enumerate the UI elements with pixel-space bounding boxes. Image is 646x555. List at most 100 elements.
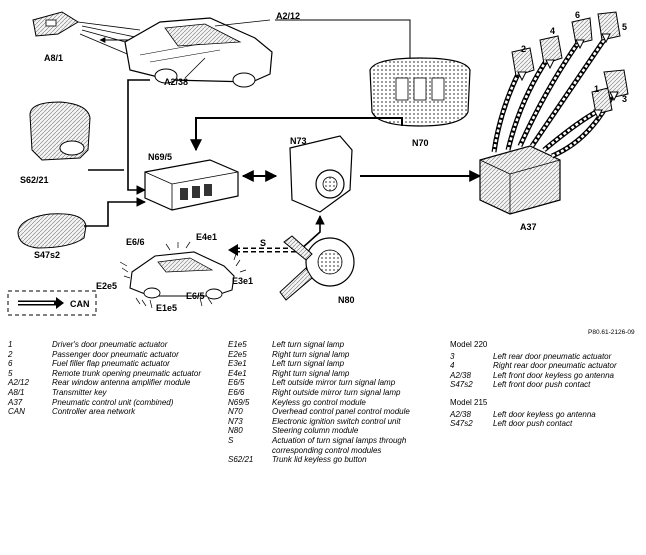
legend-key: S <box>228 435 234 445</box>
label-e4e1: E4e1 <box>196 232 217 242</box>
legend-key: 4 <box>450 361 455 371</box>
label-n73: N73 <box>290 136 307 146</box>
turn-signal-actuation-arrow <box>228 244 304 256</box>
legend-entry: 4 Right rear door pneumatic actuator <box>450 361 640 371</box>
label-n69-5: N69/5 <box>148 152 172 162</box>
legend-description: Left turn signal lamp <box>272 340 345 349</box>
label-a8-1: A8/1 <box>44 53 63 63</box>
legend-key: E6/5 <box>228 378 245 388</box>
legend-key: E6/6 <box>228 387 245 397</box>
system-diagram: A8/1 A2/12 A2/38 N70 S62/21 S4 <box>7 10 629 316</box>
label-actuator-6: 6 <box>575 10 580 20</box>
leader-a2-38 <box>184 57 206 79</box>
legend-key: E2e5 <box>228 349 247 359</box>
legend-key: E1e5 <box>228 340 247 349</box>
legend-description: Left turn signal lamp <box>272 359 345 369</box>
legend-column-1: 1 Driver's door pneumatic actuator 2 Passen… <box>8 340 220 417</box>
legend-key: 6 <box>8 359 13 369</box>
legend-description: Driver's door pneumatic actuator <box>52 340 168 349</box>
label-e6-5: E6/5 <box>186 291 205 301</box>
legend-description: Right rear door pneumatic actuator <box>493 361 617 371</box>
car-top <box>124 17 273 88</box>
legend-key: N70 <box>228 407 243 417</box>
transmitter-key <box>32 11 79 37</box>
label-e1e5: E1e5 <box>156 303 177 313</box>
legend-description: Left rear door pneumatic actuator <box>493 351 612 361</box>
electronic-ignition-switch <box>289 135 353 213</box>
legend-description: Transmitter key <box>52 387 107 397</box>
legend-entry: 3 Left rear door pneumatic actuator <box>450 352 640 362</box>
label-actuator-3: 3 <box>622 94 627 104</box>
legend-description: Left front door push contact <box>493 380 591 390</box>
leader-a2-12 <box>214 19 271 27</box>
legend-description: Overhead control panel control module <box>272 407 410 417</box>
legend-description: Controller area network <box>52 407 136 417</box>
figure-reference: P80.61-2126-09 <box>588 329 635 336</box>
legend-key: N69/5 <box>228 397 250 407</box>
legend-entry: E6/6 Right outside mirror turn signal lam… <box>228 388 440 398</box>
legend-key: A2/12 <box>8 378 29 388</box>
legend-entry: N70 Overhead control panel control module <box>228 407 440 417</box>
n80-to-n73-line <box>299 215 325 251</box>
turn-signal-rays <box>119 241 247 309</box>
legend-description: Left door push contact <box>493 419 573 429</box>
legend-description: Passenger door pneumatic actuator <box>52 349 179 359</box>
legend-key: 2 <box>8 349 13 359</box>
legend-description: Left door keyless go antenna <box>493 409 596 419</box>
legend-key: S62/21 <box>228 455 254 465</box>
a2-38-to-n69-line <box>127 90 146 195</box>
legend-key: S47s2 <box>450 380 473 390</box>
car-bottom <box>129 251 235 300</box>
label-s62-21: S62/21 <box>20 175 49 185</box>
label-a2-38: A2/38 <box>164 77 188 87</box>
legend-key: A2/38 <box>450 370 471 380</box>
legend-entry: E1e5 Left turn signal lamp <box>228 340 440 350</box>
legend-key: 3 <box>450 351 455 361</box>
label-a2-12: A2/12 <box>276 11 300 21</box>
label-actuator-4: 4 <box>550 26 555 36</box>
legend-description: Actuation of turn signal lamps through c… <box>272 435 407 455</box>
can-legend-box <box>7 290 97 316</box>
legend-key: A37 <box>8 397 23 407</box>
label-actuator-1: 1 <box>594 84 599 94</box>
legend-entry: S Actuation of turn signal lamps through … <box>228 436 440 455</box>
label-n80: N80 <box>338 295 355 305</box>
n70-to-n69-line <box>190 117 403 152</box>
legend-key: A8/1 <box>8 387 25 397</box>
actuator-arrows <box>517 33 619 120</box>
legend-description: Fuel filler flap pneumatic actuator <box>52 359 170 369</box>
legend-column-3: Model 220 3 Left rear door pneumatic actu… <box>450 340 640 429</box>
legend-key: 5 <box>8 368 13 378</box>
legend-entry: A8/1 Transmitter key <box>8 388 220 398</box>
legend-description: Left outside mirror turn signal lamp <box>272 378 396 388</box>
legend-description: Right turn signal lamp <box>272 349 350 359</box>
model-220-heading: Model 220 <box>450 340 488 349</box>
s47s2-to-n69-line <box>84 197 146 227</box>
model-220-list: 3 Left rear door pneumatic actuator 4 Right… <box>450 352 640 390</box>
label-e3e1: E3e1 <box>232 276 253 286</box>
label-a37: A37 <box>520 222 537 232</box>
actuators <box>511 11 629 115</box>
label-e2e5: E2e5 <box>96 281 117 291</box>
legend-entry: E2e5 Right turn signal lamp <box>228 350 440 360</box>
steering-column-module <box>279 235 355 301</box>
legend-entry: 1 Driver's door pneumatic actuator <box>8 340 220 350</box>
legend-key: E4e1 <box>228 368 247 378</box>
pneumatic-control-unit <box>479 145 561 215</box>
legend-description: Rear window antenna amplifier module <box>52 378 191 388</box>
legend-description: Right outside mirror turn signal lamp <box>272 387 401 397</box>
legend-key: 1 <box>8 340 13 349</box>
legend-description: Steering column module <box>272 426 359 436</box>
keyless-go-control-module <box>144 159 239 211</box>
